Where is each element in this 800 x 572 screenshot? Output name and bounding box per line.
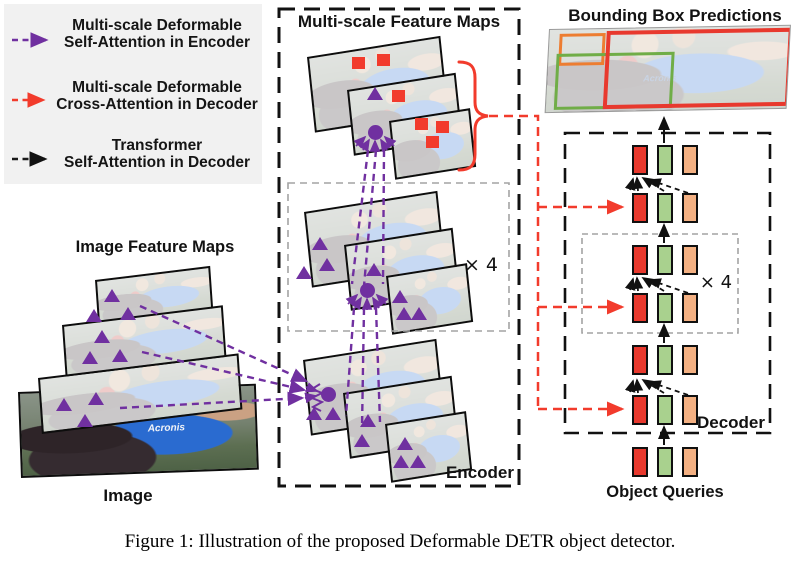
sampling-point-triangle xyxy=(396,307,412,320)
sampling-point-triangle xyxy=(86,309,102,322)
query-red xyxy=(632,245,648,275)
prediction-image: Acronis xyxy=(544,24,791,114)
object-queries-label: Object Queries xyxy=(606,483,724,501)
legend-label-line: Self-Attention in Decoder xyxy=(63,154,250,171)
query-orange xyxy=(682,193,698,223)
encoder-repeat-count: × 4 xyxy=(463,254,499,276)
legend-label-line: Cross-Attention in Decoder xyxy=(56,96,258,113)
query-red xyxy=(632,395,648,425)
legend-item-decoder-self-attention: Transformer Self-Attention in Decoder xyxy=(56,137,258,171)
query-orange xyxy=(682,145,698,175)
sampling-point-triangle xyxy=(393,455,409,468)
sampling-point-triangle xyxy=(82,351,98,364)
sampling-point-triangle xyxy=(94,330,110,343)
query-orange xyxy=(682,245,698,275)
sampling-point-triangle xyxy=(325,407,341,420)
sampling-point-triangle xyxy=(120,307,136,320)
legend-item-encoder-self-attention: Multi-scale Deformable Self-Attention in… xyxy=(56,17,258,51)
decoder-repeat-count: × 4 xyxy=(699,272,733,293)
reference-point-dot xyxy=(321,387,336,402)
object-queries-row xyxy=(632,447,698,477)
legend-label-line: Transformer xyxy=(111,137,203,154)
sampling-point-triangle xyxy=(296,266,312,279)
sampling-point-triangle xyxy=(397,437,413,450)
sampling-point-square xyxy=(377,54,390,66)
sampling-point-triangle xyxy=(319,258,335,271)
decoder-query-row xyxy=(632,145,698,175)
legend-item-decoder-cross-attention: Multi-scale Deformable Cross-Attention i… xyxy=(56,79,258,113)
cross-attention-lines xyxy=(489,114,625,417)
jersey-text: Acronis xyxy=(147,422,186,435)
query-green xyxy=(657,145,673,175)
decoder-label: Decoder xyxy=(696,413,765,432)
sampling-point-triangle xyxy=(360,414,376,427)
sampling-point-triangle xyxy=(112,349,128,362)
sampling-point-triangle xyxy=(77,414,93,427)
sampling-point-triangle xyxy=(366,263,382,276)
legend-label-line: Self-Attention in Encoder xyxy=(64,34,250,51)
query-orange xyxy=(682,447,698,477)
bounding-box-predictions-title: Bounding Box Predictions xyxy=(568,6,782,25)
predicted-bbox-red xyxy=(602,27,791,110)
sampling-point-triangle xyxy=(312,237,328,250)
query-green xyxy=(657,193,673,223)
sampling-point-triangle xyxy=(56,398,72,411)
query-orange xyxy=(682,293,698,323)
query-red xyxy=(632,293,648,323)
decoder-query-row xyxy=(632,193,698,223)
sampling-point-triangle xyxy=(306,407,322,420)
sampling-point-triangle xyxy=(392,290,408,303)
sampling-point-square xyxy=(392,90,405,102)
query-red xyxy=(632,193,648,223)
sampling-point-square xyxy=(352,57,365,69)
sampling-point-triangle xyxy=(104,289,120,302)
encoder-label: Encoder xyxy=(445,463,514,482)
sampling-point-square xyxy=(436,121,449,133)
sampling-point-triangle xyxy=(88,392,104,405)
reference-point-dot xyxy=(360,283,375,298)
query-green xyxy=(657,293,673,323)
image-feature-maps-label: Image Feature Maps xyxy=(75,238,235,256)
query-red xyxy=(632,447,648,477)
decoder-query-row xyxy=(632,345,698,375)
legend-label-line: Multi-scale Deformable xyxy=(72,79,242,96)
decoder-query-row xyxy=(632,293,698,323)
sampling-point-square xyxy=(415,118,428,130)
reference-point-dot xyxy=(368,125,383,140)
query-orange xyxy=(682,345,698,375)
figure-caption: Figure 1: Illustration of the proposed D… xyxy=(124,531,676,552)
legend-label-line: Multi-scale Deformable xyxy=(72,17,242,34)
sampling-point-triangle xyxy=(411,307,427,320)
query-red xyxy=(632,345,648,375)
sampling-point-triangle xyxy=(354,434,370,447)
query-green xyxy=(657,345,673,375)
query-red xyxy=(632,145,648,175)
sampling-point-triangle xyxy=(367,87,383,100)
query-green xyxy=(657,245,673,275)
sampling-point-square xyxy=(426,136,439,148)
query-green xyxy=(657,447,673,477)
image-label: Image xyxy=(103,486,153,505)
multi-scale-feature-maps-title: Multi-scale Feature Maps xyxy=(297,12,501,31)
decoder-query-row xyxy=(632,245,698,275)
